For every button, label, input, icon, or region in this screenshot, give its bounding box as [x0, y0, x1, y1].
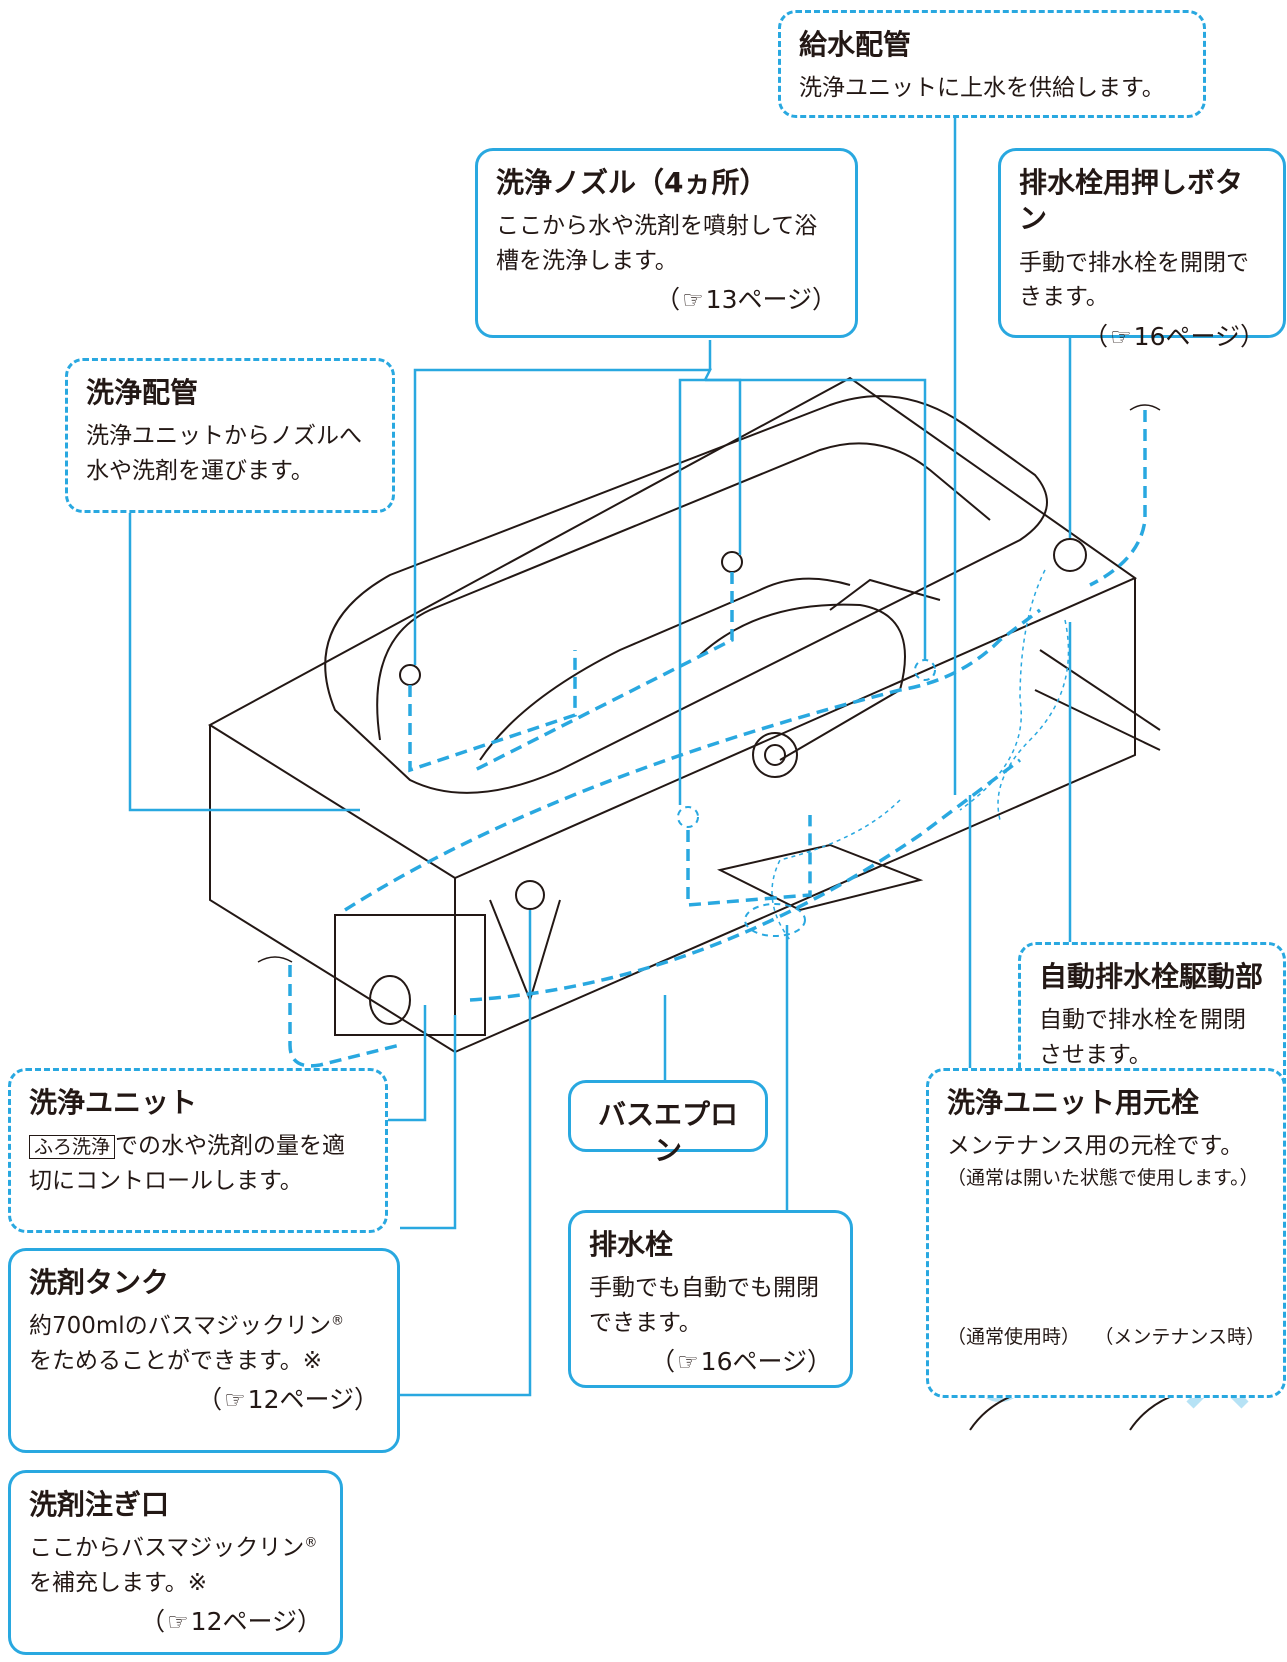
main-valve-title: 洗浄ユニット用元栓	[947, 1086, 1200, 1119]
auto-drain-title: 自動排水栓駆動部	[1039, 960, 1264, 993]
drain-plug-title: 排水栓	[589, 1228, 674, 1261]
wash-pipe-desc: 洗浄ユニットからノズルへ水や洗剤を運びます。	[86, 423, 362, 484]
detergent-inlet-desc: ここからバスマジックリン	[29, 1535, 305, 1562]
push-button-rear	[1053, 538, 1087, 572]
valve-normal-label: （通常使用時）	[947, 1326, 1081, 1349]
wash-unit-title: 洗浄ユニット	[29, 1086, 198, 1119]
nozzle-ref[interactable]: （☞13ページ）	[655, 285, 837, 315]
pointing-hand-icon: ☞	[677, 1348, 699, 1377]
wash-piping	[288, 410, 1147, 1068]
registered-mark-icon: ®	[331, 1313, 345, 1329]
supply-pipe-callout: 給水配管 洗浄ユニットに上水を供給します。	[778, 10, 1206, 118]
main-valve-callout: 洗浄ユニット用元栓 メンテナンス用の元栓です。 （通常は開いた状態で使用します。…	[926, 1068, 1286, 1398]
main-valve-desc: メンテナンス用の元栓です。	[947, 1133, 1244, 1160]
wash-unit-body	[334, 914, 486, 1036]
wash-pipe-callout: 洗浄配管 洗浄ユニットからノズルへ水や洗剤を運びます。	[65, 358, 395, 513]
bath-apron-callout: バスエプロン	[568, 1080, 768, 1167]
drain-plug-ref[interactable]: （☞16ページ）	[650, 1347, 832, 1377]
pointing-hand-icon: ☞	[167, 1608, 189, 1637]
pointing-hand-icon: ☞	[224, 1386, 246, 1415]
pointing-hand-icon: ☞	[1110, 322, 1132, 351]
bath-apron-title: バスエプロン	[597, 1098, 738, 1168]
registered-mark-icon: ®	[304, 1535, 318, 1551]
drain-plug-callout: 排水栓 手動でも自動でも開閉できます。 （☞16ページ）	[568, 1210, 853, 1388]
detergent-tank-desc: 約700mlのバスマジックリン	[29, 1313, 332, 1340]
bathtub-outline	[208, 376, 1161, 1054]
nozzle-title: 洗浄ノズル（4ヵ所）	[496, 166, 768, 199]
pointing-hand-icon: ☞	[682, 286, 704, 315]
drain-mechanism	[771, 569, 1070, 941]
drain-button-ref[interactable]: （☞16ページ）	[1083, 321, 1265, 351]
detergent-tank-desc2: をためることができます。※	[29, 1347, 322, 1374]
detergent-inlet-callout: 洗剤注ぎ口 ここからバスマジックリン® を補充します。※ （☞12ページ）	[8, 1470, 343, 1655]
nozzle-desc: ここから水や洗剤を噴射して浴槽を洗浄します。	[496, 213, 818, 274]
detergent-inlet-cap	[369, 975, 411, 1025]
wash-nozzle-4	[677, 806, 699, 828]
supply-pipe-title: 給水配管	[799, 28, 912, 61]
drain-plug-hole	[744, 903, 806, 937]
detergent-inlet-desc2: を補充します。※	[29, 1569, 207, 1596]
wash-pipe-title: 洗浄配管	[86, 376, 199, 409]
wash-unit-callout: 洗浄ユニット ふろ洗浄での水や洗剤の量を適切にコントロールします。	[8, 1068, 388, 1233]
detergent-tank-title: 洗剤タンク	[29, 1266, 170, 1299]
supply-pipe-desc: 洗浄ユニットに上水を供給します。	[799, 75, 1165, 102]
wash-keyword: ふろ洗浄	[29, 1135, 116, 1160]
detergent-inlet-title: 洗剤注ぎ口	[29, 1488, 170, 1521]
detergent-inlet-ref[interactable]: （☞12ページ）	[140, 1607, 322, 1637]
drain-button-title: 排水栓用押しボタン	[1019, 166, 1244, 236]
drain-button-desc: 手動で排水栓を開閉できます。	[1019, 249, 1249, 311]
drain-plug-desc: 手動でも自動でも開閉できます。	[589, 1275, 819, 1336]
drain-button-callout: 排水栓用押しボタン 手動で排水栓を開閉できます。 （☞16ページ）	[998, 148, 1286, 351]
main-valve-note: （通常は開いた状態で使用します。）	[947, 1166, 1259, 1189]
nozzle-callout: 洗浄ノズル（4ヵ所） ここから水や洗剤を噴射して浴槽を洗浄します。 （☞13ペー…	[475, 148, 858, 338]
push-button-front	[515, 880, 545, 910]
wash-nozzle-1	[399, 664, 421, 686]
detergent-tank-ref[interactable]: （☞12ページ）	[197, 1385, 379, 1415]
wash-unit-desc: での水や洗剤の量を適切にコントロールします。	[29, 1133, 346, 1194]
valve-maintenance-label: （メンテナンス時）	[1094, 1326, 1265, 1349]
auto-drain-desc: 自動で排水栓を開閉させます。	[1039, 1007, 1246, 1068]
detergent-tank-callout: 洗剤タンク 約700mlのバスマジックリン® をためることができます。※ （☞12…	[8, 1248, 400, 1453]
circulation-fitting	[752, 732, 798, 778]
water-end-marks	[257, 404, 1161, 963]
